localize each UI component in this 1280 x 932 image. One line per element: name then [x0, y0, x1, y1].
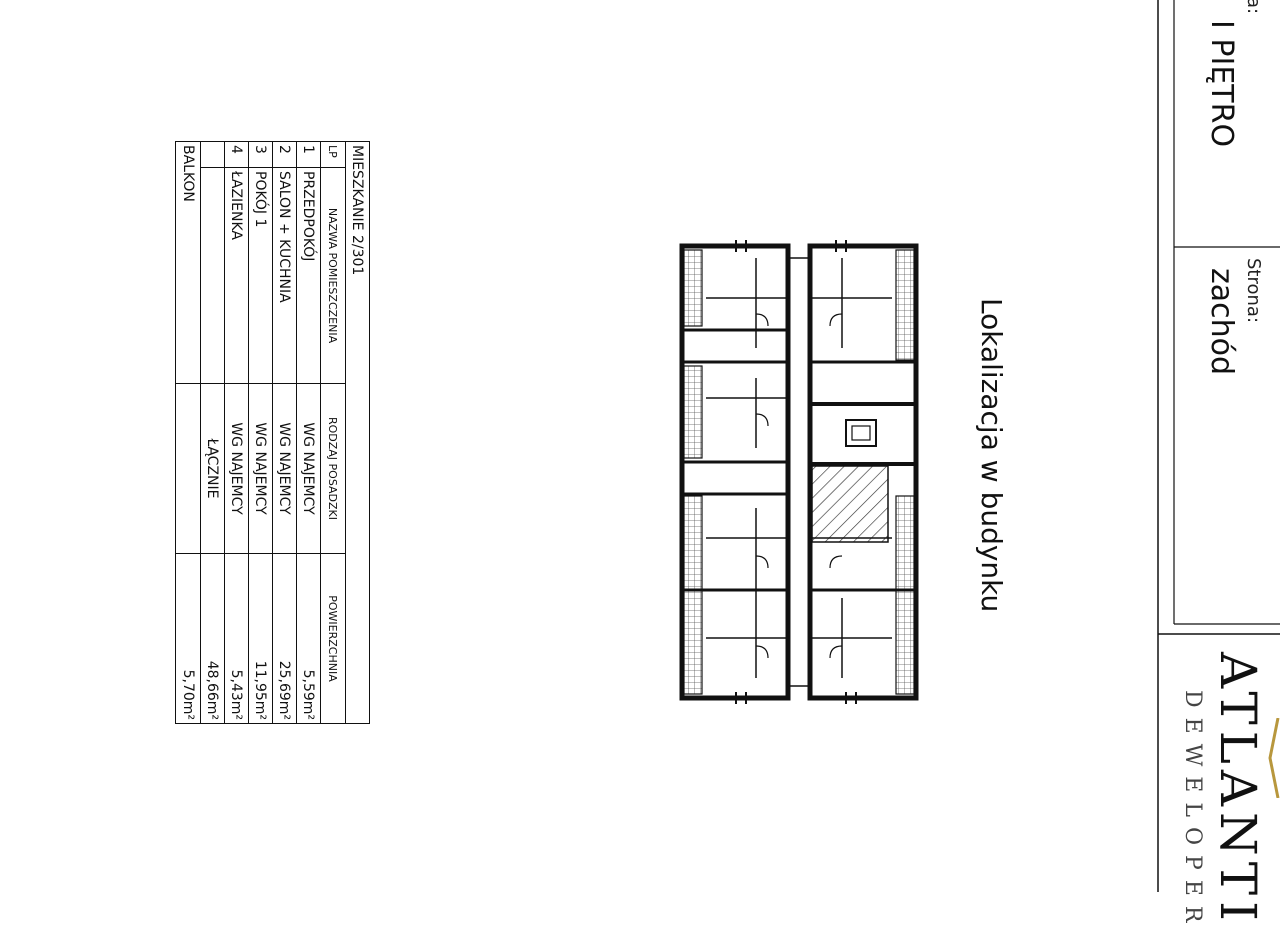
header-name: NAZWA POMIESZCZENIA	[320, 167, 346, 384]
row-floor: WG NAJEMCY	[224, 383, 249, 554]
row-floor: WG NAJEMCY	[296, 383, 321, 554]
room-table: MIESZKANIE 2/301 LP NAZWA POMIESZCZENIA …	[175, 141, 370, 724]
table-row: 4 ŁAZIENKA WG NAJEMCY 5,43m²	[224, 141, 249, 724]
row-floor: WG NAJEMCY	[248, 383, 273, 554]
table-row: 2 SALON + KUCHNIA WG NAJEMCY 25,69m²	[272, 141, 297, 724]
row-lp: 2	[272, 141, 297, 168]
kondygnacja-label: ja:	[1243, 0, 1264, 15]
header-floor: RODZAJ POSADZKI	[320, 383, 346, 554]
row-name: SALON + KUCHNIA	[272, 167, 297, 384]
row-name: ŁAZIENKA	[224, 167, 249, 384]
total-area: 48,66m²	[200, 553, 225, 724]
balcony-area: 5,70m²	[175, 553, 201, 724]
brand-name: ATLANTI	[1209, 652, 1267, 927]
row-lp: 4	[224, 141, 249, 168]
row-name: PRZEDPOKÓJ	[296, 167, 321, 384]
location-caption-text: Lokalizacja w budynku	[975, 298, 1008, 613]
brand-logo-mark	[1268, 718, 1280, 798]
total-row: ŁĄCZNIE 48,66m²	[200, 141, 225, 724]
row-area: 5,43m²	[224, 553, 249, 724]
total-label: ŁĄCZNIE	[200, 383, 225, 554]
table-row: 1 PRZEDPOKÓJ WG NAJEMCY 5,59m²	[296, 141, 321, 724]
apartment-title: MIESZKANIE 2/301	[345, 141, 370, 724]
info-panel-frame	[1157, 0, 1280, 892]
row-area: 5,59m²	[296, 553, 321, 724]
balcony-label: BALKON	[175, 141, 201, 384]
row-lp: 1	[296, 141, 321, 168]
floor-plan	[676, 238, 924, 706]
row-lp: 3	[248, 141, 273, 168]
brand-subtitle: DEWELOPER	[1180, 690, 1205, 932]
strona-label: Strona:	[1243, 258, 1264, 324]
table-row: 3 POKÓJ 1 WG NAJEMCY 11,95m²	[248, 141, 273, 724]
row-area: 25,69m²	[272, 553, 297, 724]
strona-value: zachód	[1204, 268, 1239, 376]
info-panel: ja: I PIĘTRO Strona: zachód ATLANTI DEWE…	[1157, 0, 1280, 932]
row-area: 11,95m²	[248, 553, 273, 724]
floor-plan-drawing	[679, 240, 919, 704]
kondygnacja-value: I PIĘTRO	[1204, 20, 1239, 148]
balcony-row: BALKON 5,70m²	[175, 141, 201, 724]
header-area: POWIERZCHNIA	[320, 553, 346, 724]
header-lp: LP	[320, 141, 346, 168]
row-floor: WG NAJEMCY	[272, 383, 297, 554]
row-name: POKÓJ 1	[248, 167, 273, 384]
